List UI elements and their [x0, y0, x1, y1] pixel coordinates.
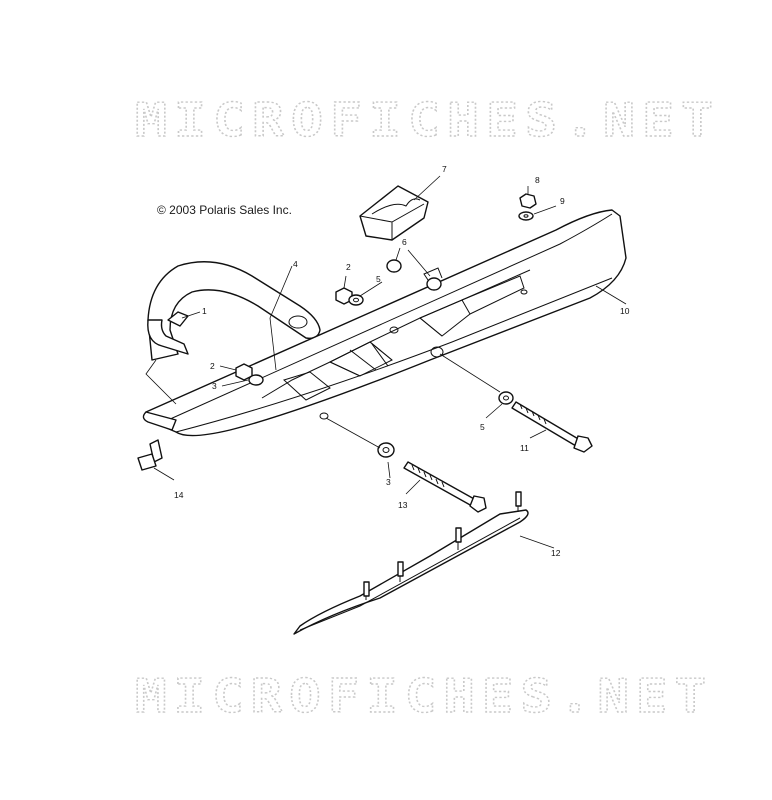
callout-4: 4	[293, 259, 298, 269]
callout-2b: 2	[210, 361, 215, 371]
part-10-ski	[142, 209, 627, 437]
callout-2a: 2	[346, 262, 351, 272]
callout-8: 8	[535, 175, 540, 185]
callout-11: 11	[520, 443, 529, 453]
part-4-ski-loop	[147, 261, 321, 361]
part-13-bolt	[403, 461, 487, 513]
callout-6: 6	[402, 237, 407, 247]
part-6-bushing	[386, 259, 443, 291]
part-3-washer-lower	[377, 442, 395, 458]
part-12-skag	[293, 491, 529, 635]
part-7-bumper	[359, 185, 429, 241]
callout-labels: 1 2 2 3 3 4 5 5 6 7 8 9 10 11 12 13 14	[174, 164, 630, 558]
callout-14: 14	[174, 490, 184, 500]
callout-10: 10	[620, 306, 630, 316]
callout-5b: 5	[480, 422, 485, 432]
callout-3a: 3	[212, 381, 217, 391]
leader-lines	[145, 175, 627, 549]
callout-1: 1	[202, 306, 207, 316]
watermark-top: MICROFICHES.NET	[135, 93, 720, 147]
part-11-bolt	[511, 401, 593, 453]
part-14-bolt	[137, 439, 163, 471]
part-5-washer-upper	[348, 294, 364, 306]
callout-13: 13	[398, 500, 408, 510]
watermark-bottom: MICROFICHES.NET	[135, 669, 713, 723]
part-3-washer-lower-left	[248, 374, 264, 386]
callout-9: 9	[560, 196, 565, 206]
part-9-washer	[518, 211, 534, 221]
copyright-text: © 2003 Polaris Sales Inc.	[157, 203, 292, 217]
callout-3b: 3	[386, 477, 391, 487]
part-8-nut	[519, 193, 537, 209]
callout-5a: 5	[376, 274, 381, 284]
part-5-washer-lower	[498, 391, 514, 405]
callout-12: 12	[551, 548, 561, 558]
callout-7: 7	[442, 164, 447, 174]
